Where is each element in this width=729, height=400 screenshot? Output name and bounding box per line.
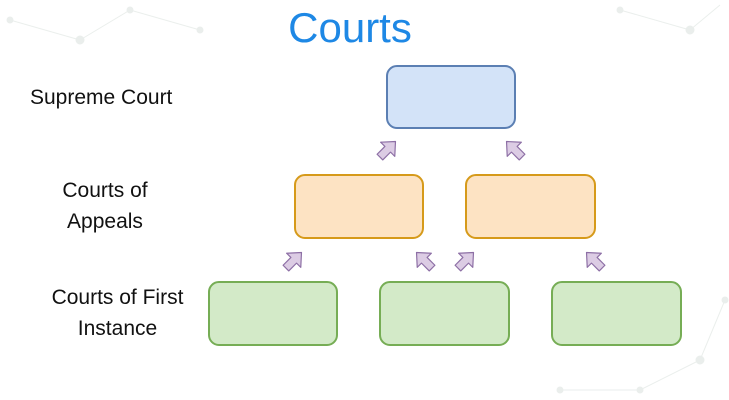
court-of-first-instance-box-1 [208,281,338,346]
supreme-court-box [386,65,516,129]
appeal-arrow-icon [578,244,610,276]
supreme-court-label: Supreme Court [30,86,173,109]
court-of-first-instance-box-3 [551,281,682,346]
court-of-appeals-box-1 [294,174,424,239]
courts-of-appeals-label: Courts of Appeals [30,175,180,237]
appeal-arrow-icon [278,244,310,276]
slide-title: Courts [288,4,412,51]
court-of-appeals-box-2 [465,174,596,239]
courts-of-first-instance-label: Courts of First Instance [20,282,215,344]
appeal-arrow-icon [408,244,440,276]
background-network-decoration [6,4,729,394]
label-line: Instance [77,317,158,340]
court-of-first-instance-box-2 [379,281,510,346]
appeal-arrow-icon [498,133,530,165]
label-line: Appeals [67,210,143,233]
label-line: Courts of [62,179,148,202]
appeal-arrow-icon [372,133,404,165]
label-line: Courts of First [51,286,184,309]
appeal-arrow-icon [450,244,482,276]
